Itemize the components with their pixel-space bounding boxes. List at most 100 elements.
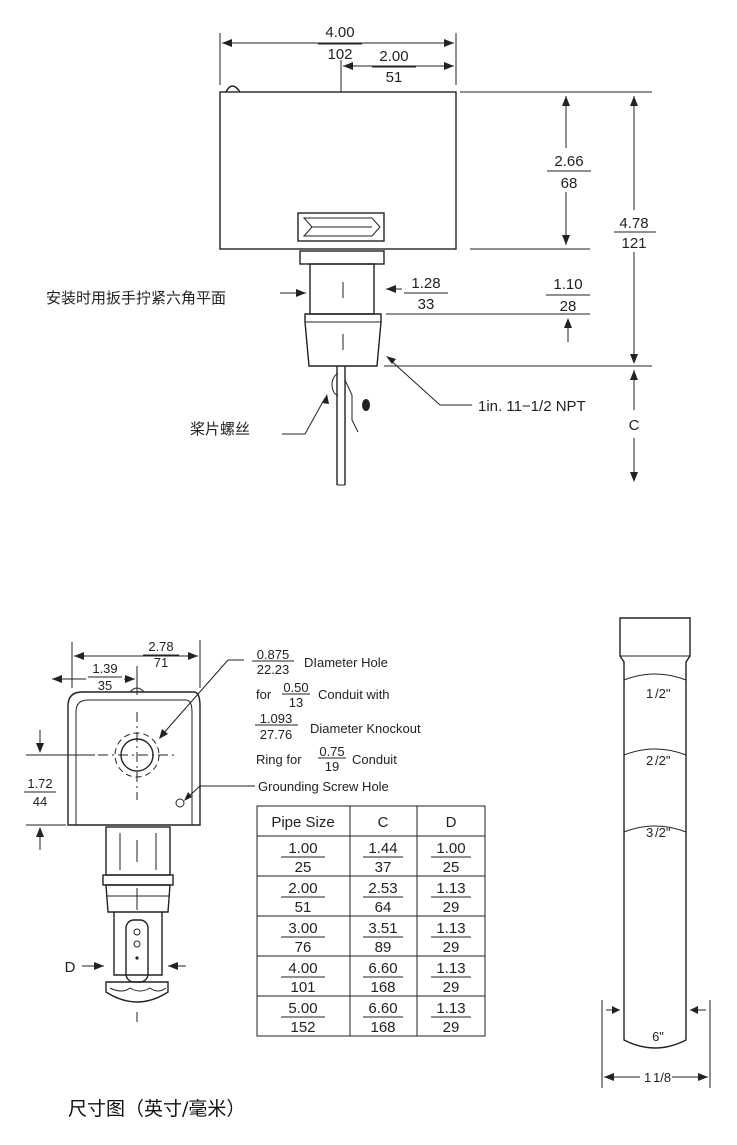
wrench-label: 安装时用扳手拧紧六角平面 xyxy=(46,289,226,307)
table-cell-value: 5.00 xyxy=(288,1000,317,1017)
paddle-size-whole: 1 xyxy=(646,686,653,701)
paddle-cut-3 xyxy=(623,825,687,833)
notes: 0.875 22.23 DIameter Hole for 0.50 13 Co… xyxy=(252,647,421,794)
table-cell-mm: 51 xyxy=(295,899,312,916)
table-cell-value: 1.00 xyxy=(288,840,317,857)
conduit-mm: 13 xyxy=(289,695,303,710)
side-paddle xyxy=(105,981,169,1003)
table-cell-mm: 25 xyxy=(295,859,312,876)
indicator-window xyxy=(297,212,385,242)
table-cell-mm: 25 xyxy=(443,859,460,876)
hole-dia-mm: 22.23 xyxy=(257,662,290,677)
side-body xyxy=(67,691,201,826)
width-mm: 102 xyxy=(327,46,352,63)
hex-width-in: 1.28 xyxy=(411,275,440,292)
paddle-cut-1 xyxy=(623,673,687,681)
hex-width-mm: 33 xyxy=(418,296,435,313)
knock-in: 1.093 xyxy=(260,711,293,726)
table-header-pipe: Pipe Size xyxy=(271,814,334,831)
paddle-width-whole: 1 xyxy=(644,1070,651,1085)
side-hex-nut xyxy=(105,826,171,876)
switch-body xyxy=(219,91,457,250)
ring-pre: Ring for xyxy=(256,752,302,767)
width-in: 4.00 xyxy=(325,24,354,41)
conduit-text: Conduit with xyxy=(318,687,390,702)
table-cell-value: 6.60 xyxy=(368,960,397,977)
paddle-width-frac: 1/8 xyxy=(653,1070,671,1085)
table-header-c: C xyxy=(378,814,389,831)
paddle-screw-head xyxy=(362,399,370,411)
half-width-mm: 51 xyxy=(386,69,403,86)
total-height-in: 4.78 xyxy=(619,215,648,232)
table-cell-value: 1.13 xyxy=(436,880,465,897)
table-header-d: D xyxy=(446,814,457,831)
npt-label: 1in. 11−1/2 NPT xyxy=(478,398,586,415)
caption: 尺寸图（英寸/毫米） xyxy=(68,1098,245,1120)
table-cell-mm: 29 xyxy=(443,1019,460,1036)
ring-text: Conduit xyxy=(352,752,397,767)
table-cell-mm: 29 xyxy=(443,979,460,996)
conduit-in: 0.50 xyxy=(283,680,308,695)
table-cell-value: 1.00 xyxy=(436,840,465,857)
hex-nut xyxy=(309,263,375,315)
table-cell-mm: 152 xyxy=(290,1019,315,1036)
table-cell-value: 6.60 xyxy=(368,1000,397,1017)
hex-height-mm: 28 xyxy=(560,298,577,315)
knock-mm: 27.76 xyxy=(260,727,293,742)
ground-text: Grounding Screw Hole xyxy=(258,779,389,794)
hex-height-in: 1.10 xyxy=(553,276,582,293)
table-cell-value: 1.13 xyxy=(436,920,465,937)
total-height-mm: 121 xyxy=(621,235,646,252)
side-fitting xyxy=(105,884,171,913)
table-cell-mm: 89 xyxy=(375,939,392,956)
table-cell-value: 1.44 xyxy=(368,840,397,857)
grounding-screw-hole xyxy=(175,798,185,808)
table-cell-value: 2.00 xyxy=(288,880,317,897)
hex-collar xyxy=(299,250,385,265)
paddle-size-frac: /2" xyxy=(655,825,671,840)
side-width-mm: 71 xyxy=(154,655,168,670)
hole-text: DIameter Hole xyxy=(304,655,388,670)
hole-dia-in: 0.875 xyxy=(257,647,290,662)
side-width-in: 2.78 xyxy=(148,639,173,654)
table-cell-value: 1.13 xyxy=(436,960,465,977)
ring-in: 0.75 xyxy=(319,744,344,759)
table-cell-mm: 29 xyxy=(443,899,460,916)
paddle-label: 桨片螺丝 xyxy=(190,420,250,438)
body-height-in: 2.66 xyxy=(554,153,583,170)
table-cell-mm: 168 xyxy=(370,1019,395,1036)
table-cell-mm: 64 xyxy=(375,899,392,916)
table-cell-mm: 76 xyxy=(295,939,312,956)
dimension-table: Pipe Size C D 1.00251.44371.00252.00512.… xyxy=(256,805,486,1037)
paddle-size-frac: /2" xyxy=(655,686,671,701)
d-label: D xyxy=(65,959,76,976)
ring-mm: 19 xyxy=(325,759,339,774)
paddle-size-whole: 3 xyxy=(646,825,653,840)
table-cell-value: 4.00 xyxy=(288,960,317,977)
half-width-in: 2.00 xyxy=(379,48,408,65)
paddle-view: 1/2"2/2"3/2" 6" 1 1/8 xyxy=(601,617,711,1088)
table-cell-value: 2.53 xyxy=(368,880,397,897)
conduit-pre: for xyxy=(256,687,272,702)
table-cell-mm: 168 xyxy=(370,979,395,996)
side-view: 2.78 71 1.39 35 1.72 44 xyxy=(24,639,255,1022)
table-cell-value: 3.00 xyxy=(288,920,317,937)
c-label: C xyxy=(629,417,640,434)
paddle-cut-2 xyxy=(623,748,687,756)
paddle-size-frac: /2" xyxy=(655,753,671,768)
front-view: 4.00 102 2.00 51 2.66 68 4.78 xyxy=(46,24,656,486)
side-height-mm: 44 xyxy=(33,794,47,809)
paddle-size-whole: 2 xyxy=(646,753,653,768)
side-half-mm: 35 xyxy=(98,678,112,693)
paddle-blade xyxy=(619,617,691,1049)
paddle-bottom-label: 6" xyxy=(652,1029,664,1044)
table-cell-mm: 101 xyxy=(290,979,315,996)
knock-text: Diameter Knockout xyxy=(310,721,421,736)
table-cell-value: 3.51 xyxy=(368,920,397,937)
body-bump xyxy=(225,85,241,93)
side-height-in: 1.72 xyxy=(27,776,52,791)
body-height-mm: 68 xyxy=(561,175,578,192)
side-half-in: 1.39 xyxy=(92,661,117,676)
table-cell-value: 1.13 xyxy=(436,1000,465,1017)
